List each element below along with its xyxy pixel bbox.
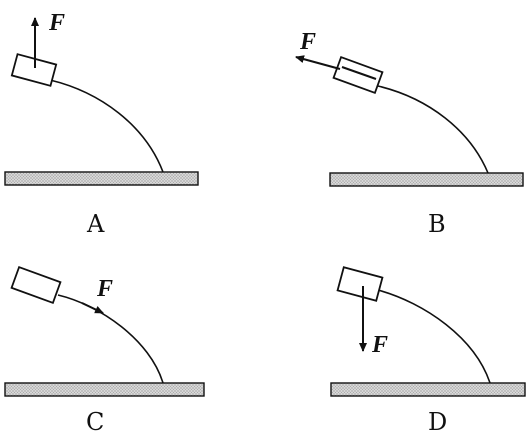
panel-a: F A: [4, 10, 199, 238]
trajectory-curve: [377, 85, 489, 174]
trajectory-curve: [49, 79, 164, 173]
ground-surface: [4, 382, 205, 397]
force-arrow: [295, 55, 341, 70]
block: [336, 266, 384, 302]
force-arrow: [81, 302, 104, 314]
force-label: F: [48, 10, 65, 36]
panel-label: C: [86, 408, 104, 433]
block: [10, 265, 62, 305]
panel-c: F C: [4, 265, 205, 433]
panel-label: D: [428, 408, 447, 433]
panel-b: F B: [295, 29, 524, 238]
block: [332, 55, 384, 95]
trajectory-curve: [377, 289, 491, 384]
ground-surface: [330, 382, 526, 397]
block-midline: [341, 66, 377, 80]
force-label: F: [96, 276, 113, 302]
panel-label: A: [86, 210, 105, 238]
panel-d: F D: [330, 266, 526, 433]
ground-surface: [4, 171, 199, 186]
force-label: F: [299, 29, 316, 55]
block: [10, 53, 58, 87]
ground-surface: [329, 172, 524, 187]
force-label: F: [371, 332, 388, 358]
trajectory-curve: [57, 294, 164, 384]
panel-label: B: [428, 210, 446, 238]
